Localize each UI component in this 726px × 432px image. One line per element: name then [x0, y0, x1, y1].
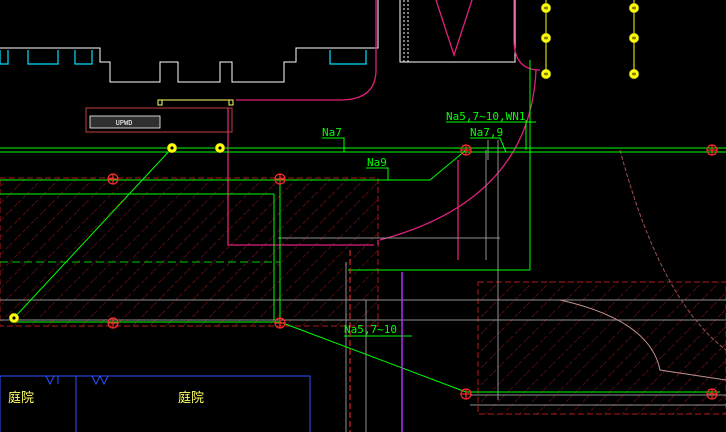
junction-circle-icon[interactable] — [107, 173, 119, 185]
junction-circle-icon[interactable] — [706, 144, 718, 156]
junction-circle-icon[interactable] — [107, 317, 119, 329]
junction-circle-icon[interactable] — [460, 388, 472, 400]
magenta-walls — [227, 0, 541, 260]
blue-room-outline — [0, 375, 311, 432]
green-wiring — [0, 60, 726, 393]
building-outline — [0, 0, 516, 106]
light-fixtures[interactable] — [8, 0, 640, 324]
label-na7-9: Na7,9 — [470, 126, 503, 139]
hatch-zone-left-border — [0, 177, 379, 327]
label-na9: Na9 — [367, 156, 387, 169]
door-swing-marks — [45, 374, 109, 386]
window-outlines — [0, 50, 367, 65]
door-tag-label: UPWD — [116, 119, 133, 127]
hatch-zone-left — [0, 178, 378, 326]
junction-circle-icon[interactable] — [274, 173, 286, 185]
label-na7: Na7 — [322, 126, 342, 139]
junction-points[interactable] — [107, 144, 718, 400]
hatch-zone-right — [478, 282, 726, 414]
light-fixture-icon[interactable] — [214, 142, 226, 154]
circuit-labels: Na7 Na9 Na5,7~10,WN1 Na7,9 Na5,7~10 — [322, 110, 525, 336]
junction-circle-icon[interactable] — [706, 388, 718, 400]
light-fixture-icon[interactable] — [166, 142, 178, 154]
gray-lines — [0, 140, 726, 432]
hatch-zone-right-border — [477, 281, 726, 415]
room-labels: 庭院 庭院 — [8, 390, 204, 406]
junction-circle-icon[interactable] — [274, 317, 286, 329]
room-label-right: 庭院 — [178, 390, 204, 406]
door-tag: UPWD — [85, 107, 233, 133]
junction-circle-icon[interactable] — [460, 144, 472, 156]
label-na5-7-10-wn1: Na5,7~10,WN1 — [446, 110, 525, 123]
room-label-left: 庭院 — [8, 390, 34, 406]
light-fixture-icon[interactable] — [8, 312, 20, 324]
hatched-zones — [0, 177, 726, 415]
label-na5-7-10: Na5,7~10 — [344, 323, 397, 336]
